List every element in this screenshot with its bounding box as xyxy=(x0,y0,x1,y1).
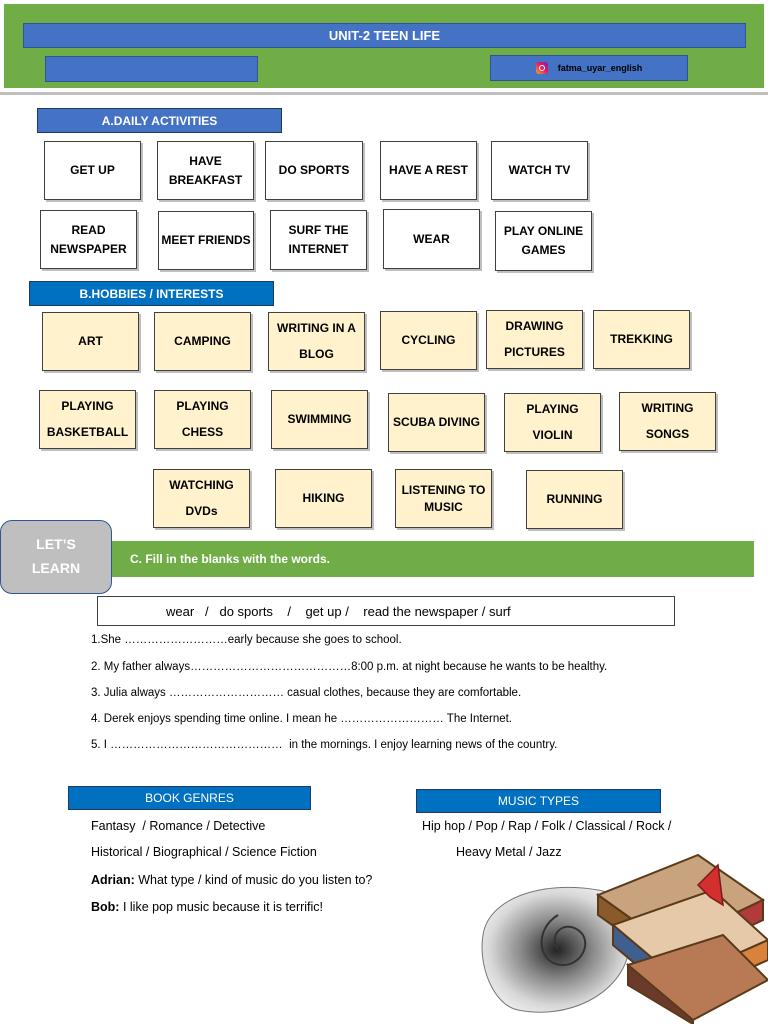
daily-card: HAVE BREAKFAST xyxy=(157,141,254,200)
dialogue-speaker: Bob: xyxy=(91,900,120,914)
daily-card: MEET FRIENDS xyxy=(158,211,254,270)
hobby-card: WRITING SONGS xyxy=(619,392,716,451)
daily-activities-heading: A.DAILY ACTIVITIES xyxy=(37,108,282,133)
badge-line: LEARN xyxy=(31,560,81,576)
book-genres-line: Historical / Biographical / Science Fict… xyxy=(91,845,317,859)
hobby-card: HIKING xyxy=(275,469,372,528)
hobby-card: LISTENING TO MUSIC xyxy=(395,469,492,528)
instagram-icon xyxy=(535,62,548,74)
instagram-tag: fatma_uyar_english xyxy=(490,55,688,81)
book-stack xyxy=(595,853,768,1024)
fill-sentence: 3. Julia always ………………………… casual clothe… xyxy=(91,687,522,699)
lets-learn-badge: LET’S LEARN xyxy=(0,520,112,594)
hobby-card: SWIMMING xyxy=(271,390,368,449)
hobby-card: PLAYING BASKETBALL xyxy=(39,390,136,449)
hobby-card: TREKKING xyxy=(593,310,690,369)
hobbies-heading: B.HOBBIES / INTERESTS xyxy=(29,281,274,306)
hobby-card: WATCHING DVDs xyxy=(153,469,250,528)
hobby-card: SCUBA DIVING xyxy=(388,393,485,452)
badge-line: LET’S xyxy=(36,536,76,553)
hobby-card: CAMPING xyxy=(154,312,251,371)
fill-in-instruction: C. Fill in the blanks with the words. xyxy=(112,541,754,577)
daily-card: HAVE A REST xyxy=(380,141,477,200)
hobby-card: WRITING IN A BLOG xyxy=(268,312,365,371)
daily-card: SURF THE INTERNET xyxy=(270,210,367,270)
books-illustration xyxy=(481,853,768,1024)
word-bank: wear / do sports / get up / read the new… xyxy=(97,596,675,626)
name-box xyxy=(45,56,258,82)
fill-sentence: 4. Derek enjoys spending time online. I … xyxy=(91,713,513,725)
book-genres-heading: BOOK GENRES xyxy=(68,786,311,810)
separator xyxy=(0,92,768,95)
fill-sentence: 5. I ……………………………………… in the mornings. I … xyxy=(91,739,558,751)
swirl-line xyxy=(540,914,587,967)
daily-card: WEAR xyxy=(383,209,480,269)
daily-card: DO SPORTS xyxy=(265,141,363,200)
hobby-card: RUNNING xyxy=(526,470,623,529)
book-genres-line: Fantasy / Romance / Detective xyxy=(91,819,266,833)
fill-sentence: 1.She ………………………early because she goes to… xyxy=(91,634,402,646)
instagram-handle: fatma_uyar_english xyxy=(557,63,643,73)
page-title: UNIT-2 TEEN LIFE xyxy=(23,23,746,48)
dialogue-text: What type / kind of music do you listen … xyxy=(134,873,373,887)
daily-card: WATCH TV xyxy=(491,141,588,200)
hobby-card: ART xyxy=(42,312,139,371)
dialogue-text: I like pop music because it is terrific! xyxy=(119,900,324,914)
dialogue-speaker: Adrian: xyxy=(91,873,135,887)
hobby-card: PLAYING CHESS xyxy=(154,390,251,449)
hobby-card: CYCLING xyxy=(380,311,477,370)
music-types-line: Heavy Metal / Jazz xyxy=(456,845,562,859)
dialogue-line: Bob: I like pop music because it is terr… xyxy=(91,900,323,914)
music-types-line: Hip hop / Pop / Rap / Folk / Classical /… xyxy=(422,819,672,833)
fill-sentence: 2. My father always……………………………………8:00 p.… xyxy=(91,661,608,673)
daily-card: READ NEWSPAPER xyxy=(40,210,137,269)
hobby-card: PLAYING VIOLIN xyxy=(504,393,601,452)
dialogue-line: Adrian: What type / kind of music do you… xyxy=(91,873,372,887)
daily-card: GET UP xyxy=(44,141,141,200)
daily-card: PLAY ONLINE GAMES xyxy=(495,211,592,271)
music-types-heading: MUSIC TYPES xyxy=(416,789,661,813)
hobby-card: DRAWING PICTURES xyxy=(486,310,583,369)
